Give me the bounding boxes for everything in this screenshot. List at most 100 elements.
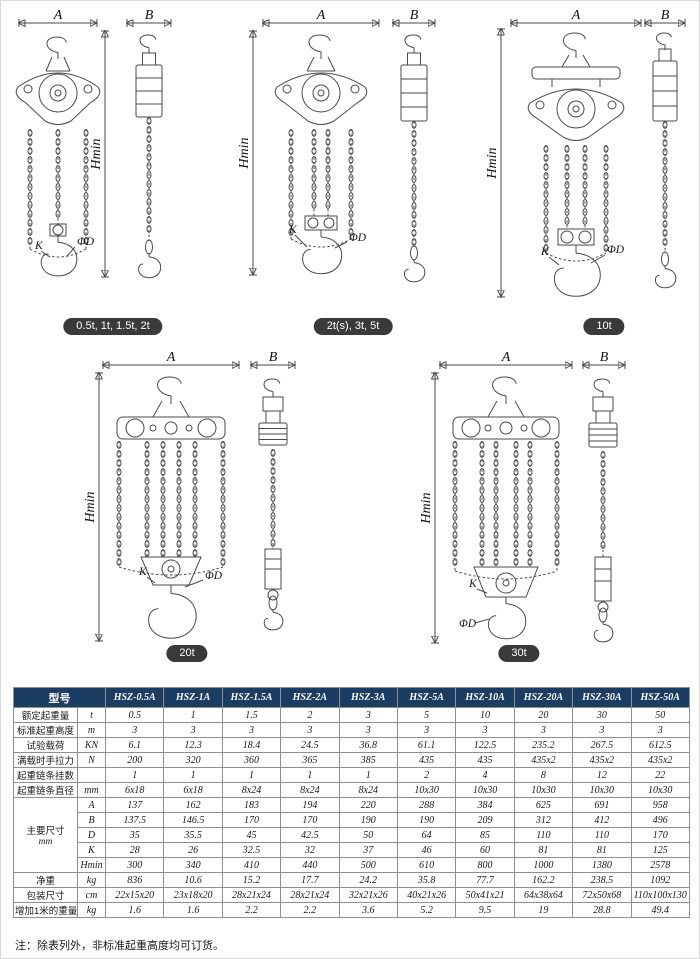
spec-cell: 2.2 [280, 902, 340, 918]
spec-cell: 625 [513, 797, 574, 813]
spec-cell: 24.5 [280, 737, 340, 753]
col-header: HSZ-20A [513, 687, 574, 708]
spec-cell: 5 [396, 707, 457, 723]
svg-text:ΦD: ΦD [459, 618, 477, 630]
spec-cell: 49.4 [630, 902, 690, 918]
spec-cell: 28x21x24 [221, 887, 282, 903]
spec-cell: 10x30 [455, 782, 515, 798]
spec-cell: 81 [513, 842, 574, 858]
spec-cell: 6x18 [163, 782, 223, 798]
spec-cell: 3 [513, 722, 574, 738]
spec-cell: 496 [630, 812, 690, 828]
spec-cell: 37 [338, 842, 398, 858]
row-label: 额定起重量 [13, 707, 78, 723]
spec-cell: 170 [280, 812, 340, 828]
spec-cell: 23x18x20 [163, 887, 223, 903]
svg-text:B: B [269, 350, 278, 365]
capacity-badge-medium: 2t(s), 3t, 5t [313, 318, 393, 335]
spec-cell: 170 [630, 827, 690, 843]
spec-cell: 8x24 [221, 782, 282, 798]
spec-cell: 220 [338, 797, 398, 813]
spec-cell: 6x18 [104, 782, 165, 798]
svg-text:Hmin: Hmin [89, 138, 104, 170]
row-unit: cm [77, 887, 106, 903]
dimension-label: D [77, 827, 106, 843]
footnote: 注：除表列外，非标准起重高度均可订货。 [15, 940, 224, 952]
spec-cell: 267.5 [572, 737, 632, 753]
spec-cell: 10x30 [572, 782, 632, 798]
spec-cell: 46 [396, 842, 457, 858]
spec-cell: 36.8 [338, 737, 398, 753]
spec-cell: 30 [572, 707, 632, 723]
spec-cell: 32x21x26 [338, 887, 398, 903]
spec-cell: 1 [163, 707, 223, 723]
capacity-badge-20t: 20t [166, 645, 208, 662]
spec-cell: 2578 [630, 857, 690, 873]
spec-cell: 28 [104, 842, 165, 858]
spec-cell: 435x2 [630, 752, 690, 768]
row-unit: N [77, 752, 106, 768]
spec-cell: 64x38x64 [513, 887, 574, 903]
dimension-label: K [77, 842, 106, 858]
col-header: HSZ-3A [338, 687, 398, 708]
capacity-badge-small: 0.5t, 1t, 1.5t, 2t [63, 318, 163, 335]
row-label: 试验载荷 [13, 737, 78, 753]
spec-cell: 81 [572, 842, 632, 858]
spec-cell: 320 [163, 752, 223, 768]
svg-text:K: K [288, 224, 298, 236]
svg-text:A: A [316, 8, 326, 23]
spec-cell: 190 [338, 812, 398, 828]
spec-cell: 194 [280, 797, 340, 813]
row-label: 净重 [13, 872, 78, 888]
spec-cell: 8 [513, 767, 574, 783]
spec-cell: 312 [513, 812, 574, 828]
spec-cell: 10x30 [513, 782, 574, 798]
svg-text:Hmin: Hmin [83, 491, 98, 523]
spec-cell: 8x24 [338, 782, 398, 798]
spec-cell: 42.5 [280, 827, 340, 843]
spec-cell: 9.5 [455, 902, 515, 918]
svg-text:ΦD: ΦD [205, 570, 223, 582]
spec-cell: 110 [572, 827, 632, 843]
svg-text:Hmin: Hmin [237, 137, 252, 169]
spec-cell: 26 [163, 842, 223, 858]
spec-cell: 137 [104, 797, 165, 813]
spec-cell: 10x30 [630, 782, 690, 798]
spec-cell: 110 [513, 827, 574, 843]
row-unit: mm [77, 782, 106, 798]
spec-cell: 3 [163, 722, 223, 738]
spec-cell: 162.2 [513, 872, 574, 888]
svg-text:Hmin: Hmin [419, 492, 434, 524]
col-header: HSZ-10A [455, 687, 515, 708]
spec-cell: 10x30 [396, 782, 457, 798]
spec-cell: 3 [338, 722, 398, 738]
spec-cell: 2 [280, 707, 340, 723]
spec-cell: 183 [221, 797, 282, 813]
col-header: HSZ-30A [572, 687, 632, 708]
spec-cell: 162 [163, 797, 223, 813]
capacity-badge-10t: 10t [583, 318, 625, 335]
spec-cell: 8x24 [280, 782, 340, 798]
spec-cell: 35.5 [163, 827, 223, 843]
spec-cell: 19 [513, 902, 574, 918]
spec-cell: 435 [396, 752, 457, 768]
row-unit: KN [77, 737, 106, 753]
row-unit: kg [77, 902, 106, 918]
spec-cell: 412 [572, 812, 632, 828]
spec-cell: 435x2 [513, 752, 574, 768]
spec-cell: 1 [163, 767, 223, 783]
spec-cell: 3 [221, 722, 282, 738]
spec-cell: 2 [396, 767, 457, 783]
spec-cell: 32.5 [221, 842, 282, 858]
spec-cell: 1092 [630, 872, 690, 888]
